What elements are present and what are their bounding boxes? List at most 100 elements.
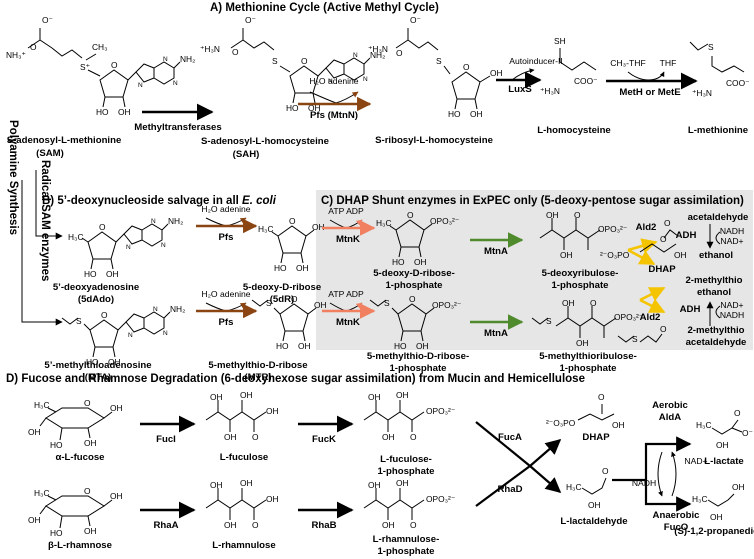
lactate-name: L-lactate: [704, 456, 743, 467]
mtr-abbr: (MTR): [244, 372, 271, 383]
dr1p-name-1: 5-deoxy-D-ribose-: [373, 268, 455, 279]
mte-name-1: 2-methylthio: [685, 275, 742, 286]
svg-text:OH: OH: [588, 500, 601, 510]
svg-text:S: S: [708, 42, 714, 52]
dru1p-structure: OH OH O OPO₃²⁻: [539, 210, 627, 260]
lactate-structure: H₃C O O⁻ OH: [696, 408, 753, 450]
nadh-d: NADH: [632, 478, 656, 488]
fuca-arrow: [475, 421, 531, 467]
fuci-label: FucI: [156, 434, 176, 445]
srh-structure: O⁻ O ⁺H₃N S OH: [368, 15, 503, 120]
svg-text:O: O: [660, 324, 667, 334]
pfs-label-2: Pfs: [219, 317, 234, 328]
svg-text:OH: OH: [560, 250, 573, 260]
svg-text:H₃C: H₃C: [34, 488, 50, 498]
met-structure: S COO⁻ ⁺H₃N: [689, 41, 750, 98]
svg-text:OH: OH: [210, 392, 223, 402]
svg-text:⁺H₃N: ⁺H₃N: [540, 86, 560, 96]
rhamnulose-structure: OH OH OH O OH: [205, 478, 279, 530]
mtr-structure: S OH: [251, 293, 327, 352]
mta-structure: S: [61, 303, 186, 368]
lactaldehyde-name: L-lactaldehyde: [560, 516, 627, 527]
mta2-name-1: 2-methylthio: [687, 325, 744, 336]
svg-text:OH: OH: [314, 300, 327, 310]
rhamnulose1p-name-1: L-rhamnulose-: [373, 534, 440, 545]
h2o-adenine-a: H₂O adenine: [309, 76, 358, 86]
methylthioacetaldehyde-structure: S O: [617, 324, 667, 344]
atp-adp-2: ATP ADP: [328, 289, 364, 299]
mtr1p-name-2: 1-phosphate: [389, 363, 446, 374]
svg-text:²⁻O₃PO: ²⁻O₃PO: [600, 250, 630, 260]
svg-text:OPO₃²⁻: OPO₃²⁻: [432, 300, 461, 310]
svg-text:⁺H₃N: ⁺H₃N: [200, 44, 220, 54]
mtru1p-name-1: 5-methylthioribulose-: [539, 351, 637, 362]
svg-text:SH: SH: [554, 36, 566, 46]
h2o-adenine-b1: H₂O adenine: [201, 204, 250, 214]
methyltransferases-label: Methyltransferases: [134, 122, 221, 133]
svg-text:COO⁻: COO⁻: [726, 78, 750, 88]
section-a-title: A) Methionine Cycle (Active Methyl Cycle…: [210, 2, 439, 14]
section-c-title: C) DHAP Shunt enzymes in ExPEC only (5-d…: [321, 195, 744, 207]
svg-text:OH: OH: [546, 210, 559, 220]
svg-text:O: O: [590, 298, 597, 308]
sam-abbr: (SAM): [36, 148, 64, 159]
rhad-arrow: [475, 465, 531, 507]
svg-text:OH: OH: [490, 68, 503, 78]
svg-text:S: S: [546, 316, 552, 326]
dru1p-name-2: 1-phosphate: [551, 280, 608, 291]
atp-adp-1: ATP ADP: [328, 206, 364, 216]
dru1p-name-1: 5-deoxyribulose-: [542, 268, 619, 279]
svg-text:OH: OH: [612, 420, 625, 430]
svg-text:O: O: [252, 432, 259, 442]
fuculose-name: L-fuculose: [220, 452, 269, 463]
sah-structure: O⁻ O ⁺H₃N S: [200, 15, 386, 114]
svg-text:O: O: [30, 42, 37, 52]
svg-text:OPO₃²⁻: OPO₃²⁻: [598, 224, 627, 234]
h2o-adenine-b2: H₂O adenine: [201, 289, 250, 299]
svg-text:O: O: [660, 234, 667, 244]
rhamnulose1p-structure: OH OH OH O OPO₃²⁻: [363, 478, 455, 530]
aerobic-label: Aerobic: [652, 400, 688, 411]
svg-text:S: S: [76, 316, 82, 326]
svg-text:O: O: [396, 48, 403, 58]
srh-name: S-ribosyl-L-homocysteine: [375, 135, 493, 146]
pfs-label-1: Pfs: [219, 232, 234, 243]
svg-text:OH: OH: [224, 520, 237, 530]
svg-text:S: S: [436, 56, 442, 66]
radical-sam-arrow: [35, 170, 63, 240]
svg-text:OH: OH: [716, 440, 729, 450]
dr1p-structure: H₃C OPO₃²⁻: [376, 209, 459, 268]
pfs-mtnn-label: Pfs (MtnN): [310, 110, 358, 121]
fuco-label: FucO: [664, 522, 689, 533]
luxs-label: LuxS: [508, 84, 532, 95]
radical-sam-label: Radical SAM enzymes: [39, 160, 51, 281]
svg-text:NH₃⁺: NH₃⁺: [6, 50, 26, 60]
nadplus-bottom: NAD+: [720, 300, 743, 310]
fucose-name: α-L-fucose: [55, 452, 104, 463]
mtnk-label-1: MtnK: [336, 234, 360, 245]
mta-abbr-label: (MTA): [85, 372, 111, 383]
mtna-label-1: MtnA: [484, 246, 508, 257]
svg-text:OPO₃²⁻: OPO₃²⁻: [426, 494, 455, 504]
fucose-structure: H₃C: [27, 397, 124, 451]
svg-text:H₃C: H₃C: [34, 400, 50, 410]
thf-label: THF: [660, 58, 677, 68]
svg-text:OH: OH: [674, 250, 687, 260]
nadplus-d: NAD+: [684, 456, 707, 466]
rhab-label: RhaB: [311, 520, 336, 531]
ald2-arrow-bottom: [639, 286, 666, 302]
svg-text:OH: OH: [710, 512, 723, 522]
fuculose-structure: OH OH OH O OH: [205, 390, 279, 442]
svg-text:O: O: [410, 432, 417, 442]
dr-structure: H₃C OH: [258, 215, 325, 274]
svg-text:OH: OH: [368, 480, 381, 490]
mtnk-label-2: MtnK: [336, 317, 360, 328]
ald2-label-top: Ald2: [636, 222, 657, 233]
autoinducer-label: Autoinducer-II: [509, 56, 563, 66]
dhap-shunt-panel: [316, 190, 753, 350]
svg-text:O⁻: O⁻: [742, 428, 753, 438]
svg-text:OH: OH: [562, 298, 575, 308]
svg-text:⁺H₃N: ⁺H₃N: [692, 88, 712, 98]
svg-text:OH: OH: [240, 390, 253, 400]
